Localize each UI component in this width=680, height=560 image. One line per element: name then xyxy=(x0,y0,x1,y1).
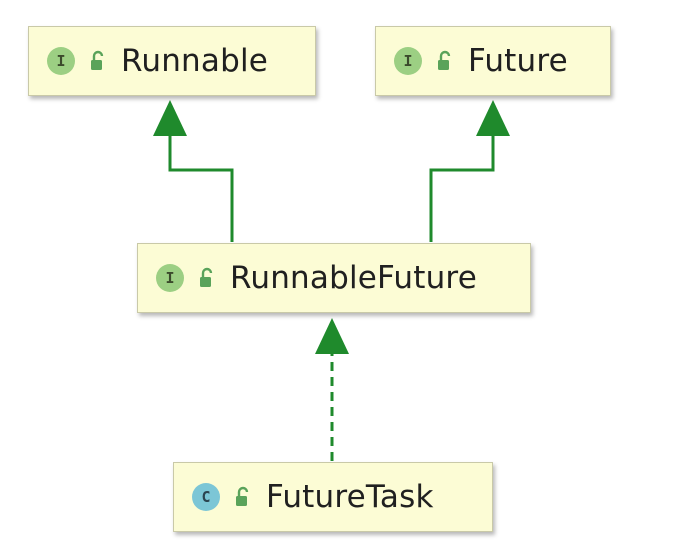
node-futuretask[interactable]: C FutureTask xyxy=(173,462,493,532)
open-lock-icon xyxy=(438,50,451,70)
node-future[interactable]: I Future xyxy=(375,26,611,96)
node-label: Future xyxy=(468,43,568,79)
edge-runnablefuture-to-future xyxy=(429,100,510,242)
node-label: RunnableFuture xyxy=(230,260,477,296)
node-runnablefuture[interactable]: I RunnableFuture xyxy=(137,243,531,313)
open-lock-icon xyxy=(200,267,213,287)
node-label: FutureTask xyxy=(266,479,434,515)
class-icon: C xyxy=(192,483,220,511)
arrowhead xyxy=(153,100,187,136)
node-label: Runnable xyxy=(121,43,269,79)
interface-icon: I xyxy=(47,47,75,75)
open-lock-icon xyxy=(91,50,104,70)
open-lock-icon xyxy=(236,486,249,506)
interface-icon: I xyxy=(394,47,422,75)
arrowhead xyxy=(315,318,349,354)
edge-runnablefuture-to-runnable xyxy=(153,100,234,242)
edge-futuretask-to-runnablefuture xyxy=(315,318,349,461)
arrowhead xyxy=(476,100,510,136)
interface-icon: I xyxy=(156,264,184,292)
node-runnable[interactable]: I Runnable xyxy=(28,26,316,96)
